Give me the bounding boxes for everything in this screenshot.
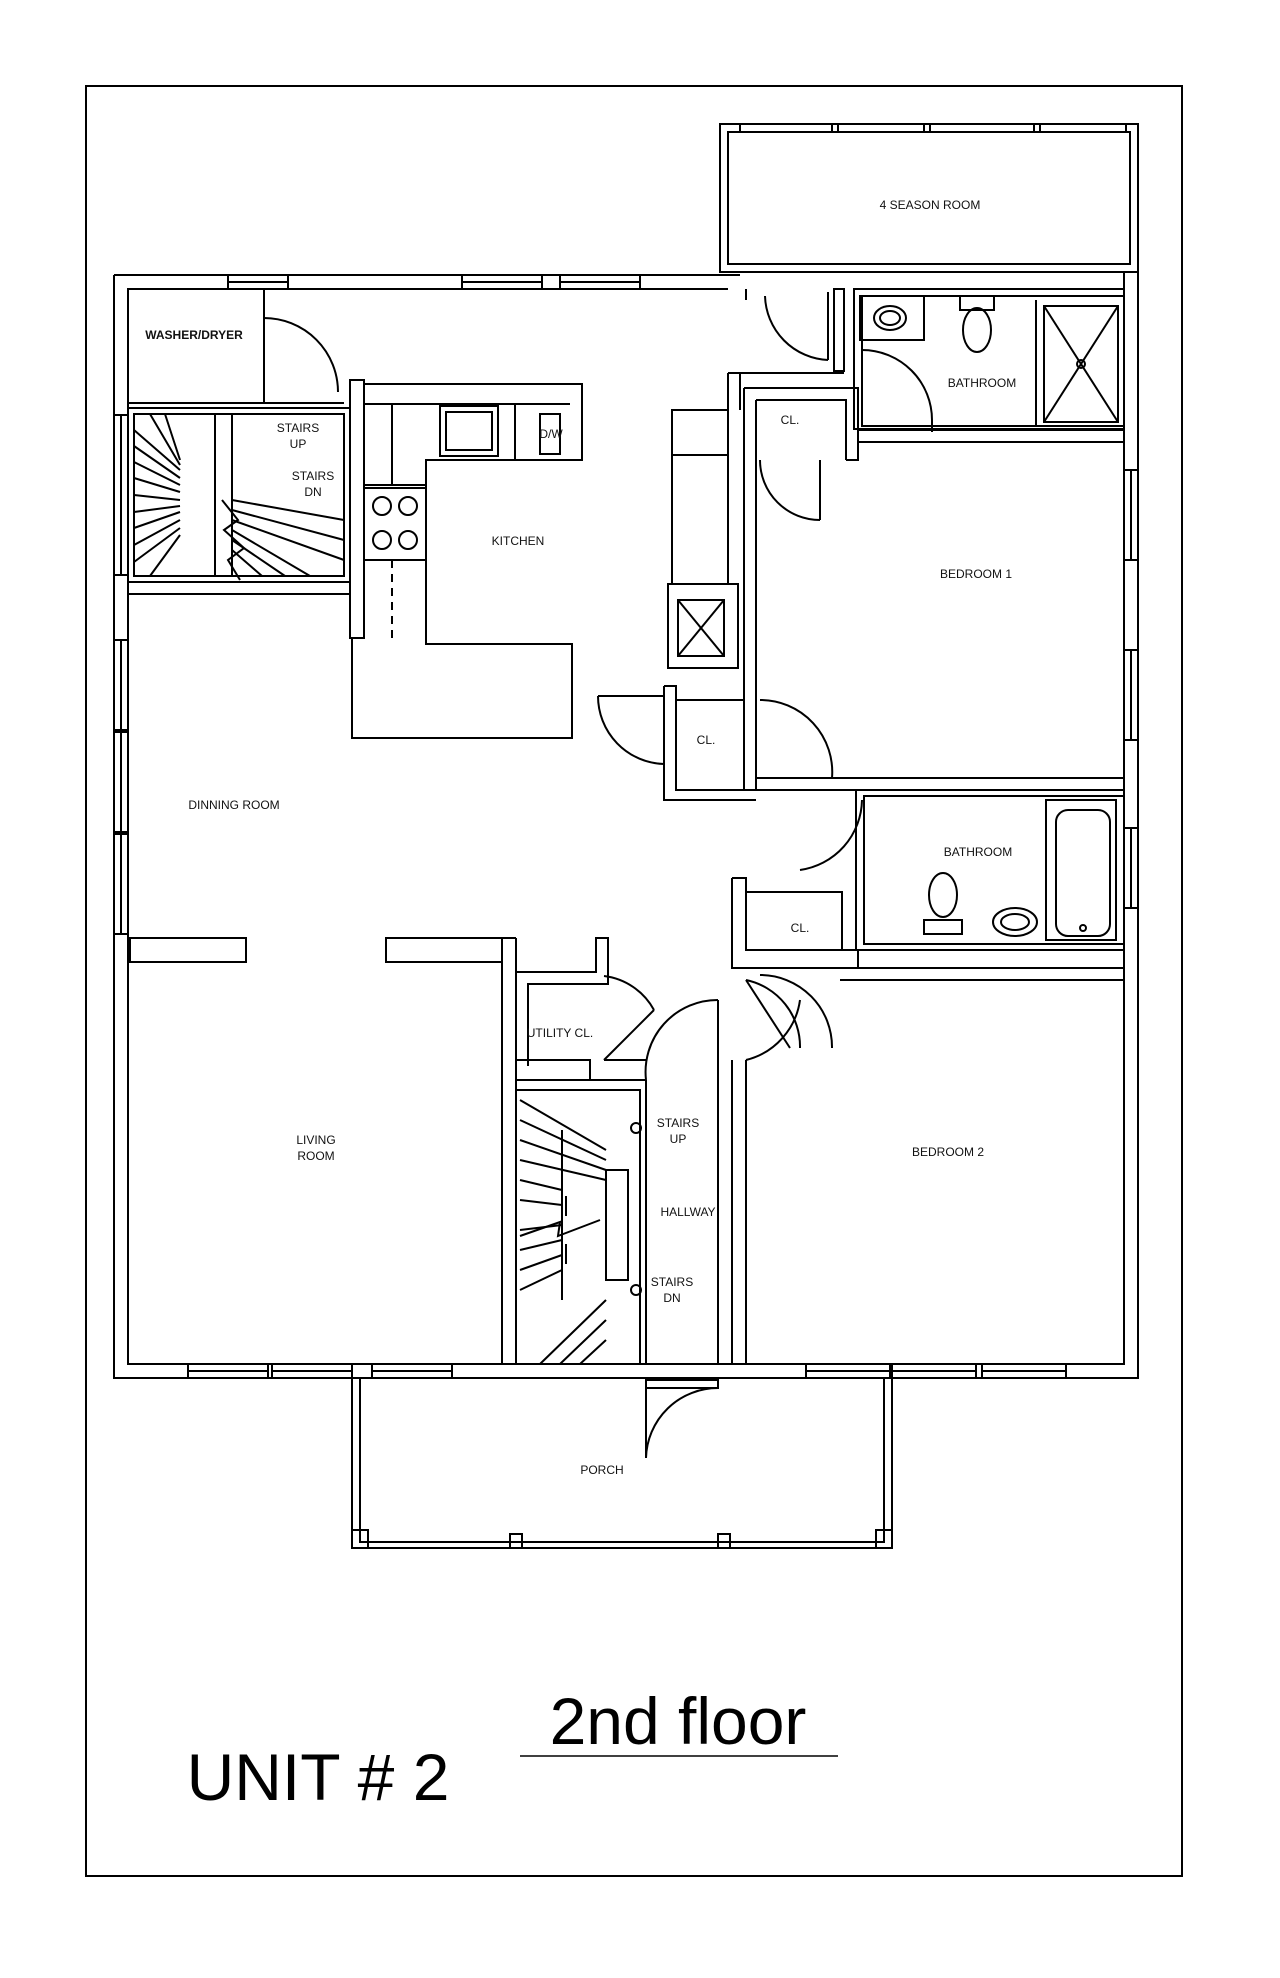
stairs-dn-hall-label-1: STAIRS — [651, 1275, 693, 1289]
middle-closet — [597, 685, 756, 801]
four-season-label: 4 SEASON ROOM — [880, 198, 981, 212]
closet-mid-label: CL. — [697, 733, 716, 747]
bedroom1-label: BEDROOM 1 — [940, 567, 1012, 581]
stairs-up-left-label-2: UP — [290, 437, 307, 451]
sheet-border — [85, 85, 1183, 1877]
living-room-divider — [129, 937, 503, 963]
windows-left — [113, 414, 129, 935]
stairs-up-hall-label-1: STAIRS — [657, 1116, 699, 1130]
bedroom1 — [756, 429, 1124, 791]
stairs-dn-left-label-2: DN — [304, 485, 321, 499]
kitchen-right-cabinets — [667, 409, 739, 669]
stairs-dn-left-label-1: STAIRS — [292, 469, 334, 483]
washer-dryer-label: WASHER/DRYER — [145, 328, 243, 342]
unit-title: UNIT # 2 — [187, 1740, 450, 1814]
top-bathroom — [853, 288, 1125, 432]
hallway-label: HALLWAY — [660, 1205, 715, 1219]
windows-bottom — [187, 1363, 1067, 1379]
bathroom-mid-label: BATHROOM — [944, 845, 1012, 859]
utility-closet — [501, 937, 655, 1364]
four-season-room — [719, 123, 1139, 273]
stairs-up-left-label-1: STAIRS — [277, 421, 319, 435]
stairs-dn-hall-label-2: DN — [663, 1291, 680, 1305]
floor-title: 2nd floor — [550, 1684, 807, 1758]
exterior-walls — [113, 272, 1139, 1379]
porch-label: PORCH — [580, 1463, 623, 1477]
top-closet — [743, 387, 859, 790]
front-door — [645, 1379, 719, 1459]
windows-top — [227, 274, 641, 290]
middle-bathroom — [799, 789, 1125, 951]
utility-closet-label: UTILITY CL. — [527, 1026, 593, 1040]
washer-dryer-room — [127, 288, 344, 404]
kitchen-left-wall — [349, 379, 365, 639]
dining-room-label: DINNING ROOM — [188, 798, 279, 812]
four-season-door — [727, 288, 845, 410]
stove-icon — [363, 487, 427, 561]
porch — [351, 1377, 893, 1549]
living-room-label-2: ROOM — [297, 1149, 334, 1163]
bedroom2-label: BEDROOM 2 — [912, 1145, 984, 1159]
upper-left-stairs — [127, 407, 351, 583]
living-room-label-1: LIVING — [296, 1133, 335, 1147]
right-closet — [731, 877, 859, 1049]
closet-top-label: CL. — [781, 413, 800, 427]
closet-right-label: CL. — [791, 921, 810, 935]
hallway-stairs — [515, 1089, 642, 1365]
dishwasher-label: D/W — [539, 427, 563, 441]
stairs-up-hall-label-2: UP — [670, 1132, 687, 1146]
windows-right — [1123, 469, 1139, 909]
hallway — [644, 998, 719, 1364]
bathroom-top-label: BATHROOM — [948, 376, 1016, 390]
bedroom2 — [731, 967, 1124, 1364]
kitchen-counters — [351, 383, 583, 739]
kitchen-label: KITCHEN — [492, 534, 545, 548]
